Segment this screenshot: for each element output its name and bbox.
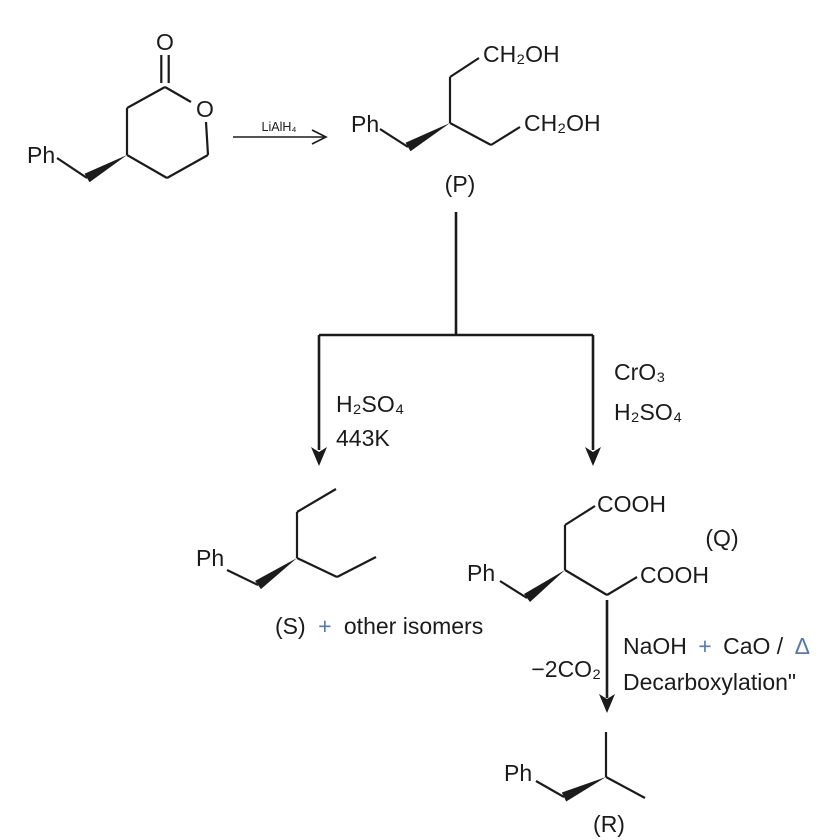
ring-oxygen-label: O xyxy=(196,96,214,122)
right-reagent-h2so4: H₂SO₄ xyxy=(614,399,682,425)
reagent-line-naoh-cao: NaOH + CaO / Δ xyxy=(623,633,810,659)
cao-text: CaO / xyxy=(723,633,784,659)
ch2oh-top-label: CH₂OH xyxy=(483,41,560,67)
compound-r-label: (R) xyxy=(593,811,625,837)
phenyl-bond xyxy=(226,569,259,586)
compound-r-structure: Ph (R) xyxy=(504,732,646,837)
skeleton-bonds xyxy=(563,505,638,596)
lactone-structure: O O Ph xyxy=(27,29,214,183)
phenyl-label: Ph xyxy=(504,760,532,786)
skeleton-bonds xyxy=(604,732,646,799)
reagent-label-lialh4: LiAlH₄ xyxy=(262,120,297,134)
skeleton-bonds xyxy=(295,488,377,578)
phenyl-bond xyxy=(379,128,409,148)
right-reagent-cro3: CrO₃ xyxy=(614,359,666,385)
co2-loss-label: −2CO₂ xyxy=(531,656,601,682)
plus-sign: + xyxy=(698,633,711,659)
compound-p-label: (P) xyxy=(445,171,476,197)
wedge-bond xyxy=(561,777,606,802)
delta-heat-icon: Δ xyxy=(795,633,810,659)
compound-q-label: (Q) xyxy=(705,525,738,551)
branch-lines xyxy=(317,212,595,450)
other-isomers-text: other isomers xyxy=(344,613,483,639)
compound-s-label: (S) xyxy=(275,613,306,639)
carbonyl-oxygen-label: O xyxy=(156,29,174,55)
arrowhead xyxy=(599,694,615,713)
ch2oh-right-label: CH₂OH xyxy=(524,110,601,136)
phenyl-bond xyxy=(56,157,88,179)
compound-p-structure: Ph CH₂OH CH₂OH (P) xyxy=(351,41,601,197)
left-reagent-h2so4: H₂SO₄ xyxy=(336,391,404,417)
phenyl-bond xyxy=(499,580,528,599)
skeleton-bonds xyxy=(448,57,521,146)
carbonyl-double-bond xyxy=(160,55,170,83)
plus-sign: + xyxy=(318,613,331,639)
arrowhead xyxy=(311,129,328,145)
phenyl-label: Ph xyxy=(27,142,55,168)
decarboxylation-text: Decarboxylation" xyxy=(623,669,796,695)
wedge-bond xyxy=(524,570,565,602)
compound-s-structure: Ph (S) + other isomers xyxy=(196,488,483,639)
phenyl-label: Ph xyxy=(196,545,224,571)
left-reagent-443k: 443K xyxy=(336,425,390,451)
wedge-bond xyxy=(255,558,297,590)
reaction-arrow-decarboxylation: −2CO₂ NaOH + CaO / Δ Decarboxylation" xyxy=(531,600,810,713)
compound-q-structure: Ph COOH COOH (Q) xyxy=(467,491,739,602)
left-arrowhead xyxy=(311,447,327,466)
reaction-arrow-lialh4: LiAlH₄ xyxy=(233,120,328,145)
branch-tree: H₂SO₄ 443K CrO₃ H₂SO₄ xyxy=(311,212,682,466)
phenyl-bond xyxy=(535,780,565,798)
compound-s-caption: (S) + other isomers xyxy=(275,613,483,639)
cooh-right-label: COOH xyxy=(640,562,709,588)
ring-bonds xyxy=(125,86,210,179)
naoh-text: NaOH xyxy=(623,633,687,659)
wedge-bond xyxy=(84,155,127,183)
wedge-bond xyxy=(405,123,450,152)
cooh-top-label: COOH xyxy=(597,491,666,517)
phenyl-label: Ph xyxy=(351,111,379,137)
right-arrowhead xyxy=(585,447,601,466)
phenyl-label: Ph xyxy=(467,560,495,586)
